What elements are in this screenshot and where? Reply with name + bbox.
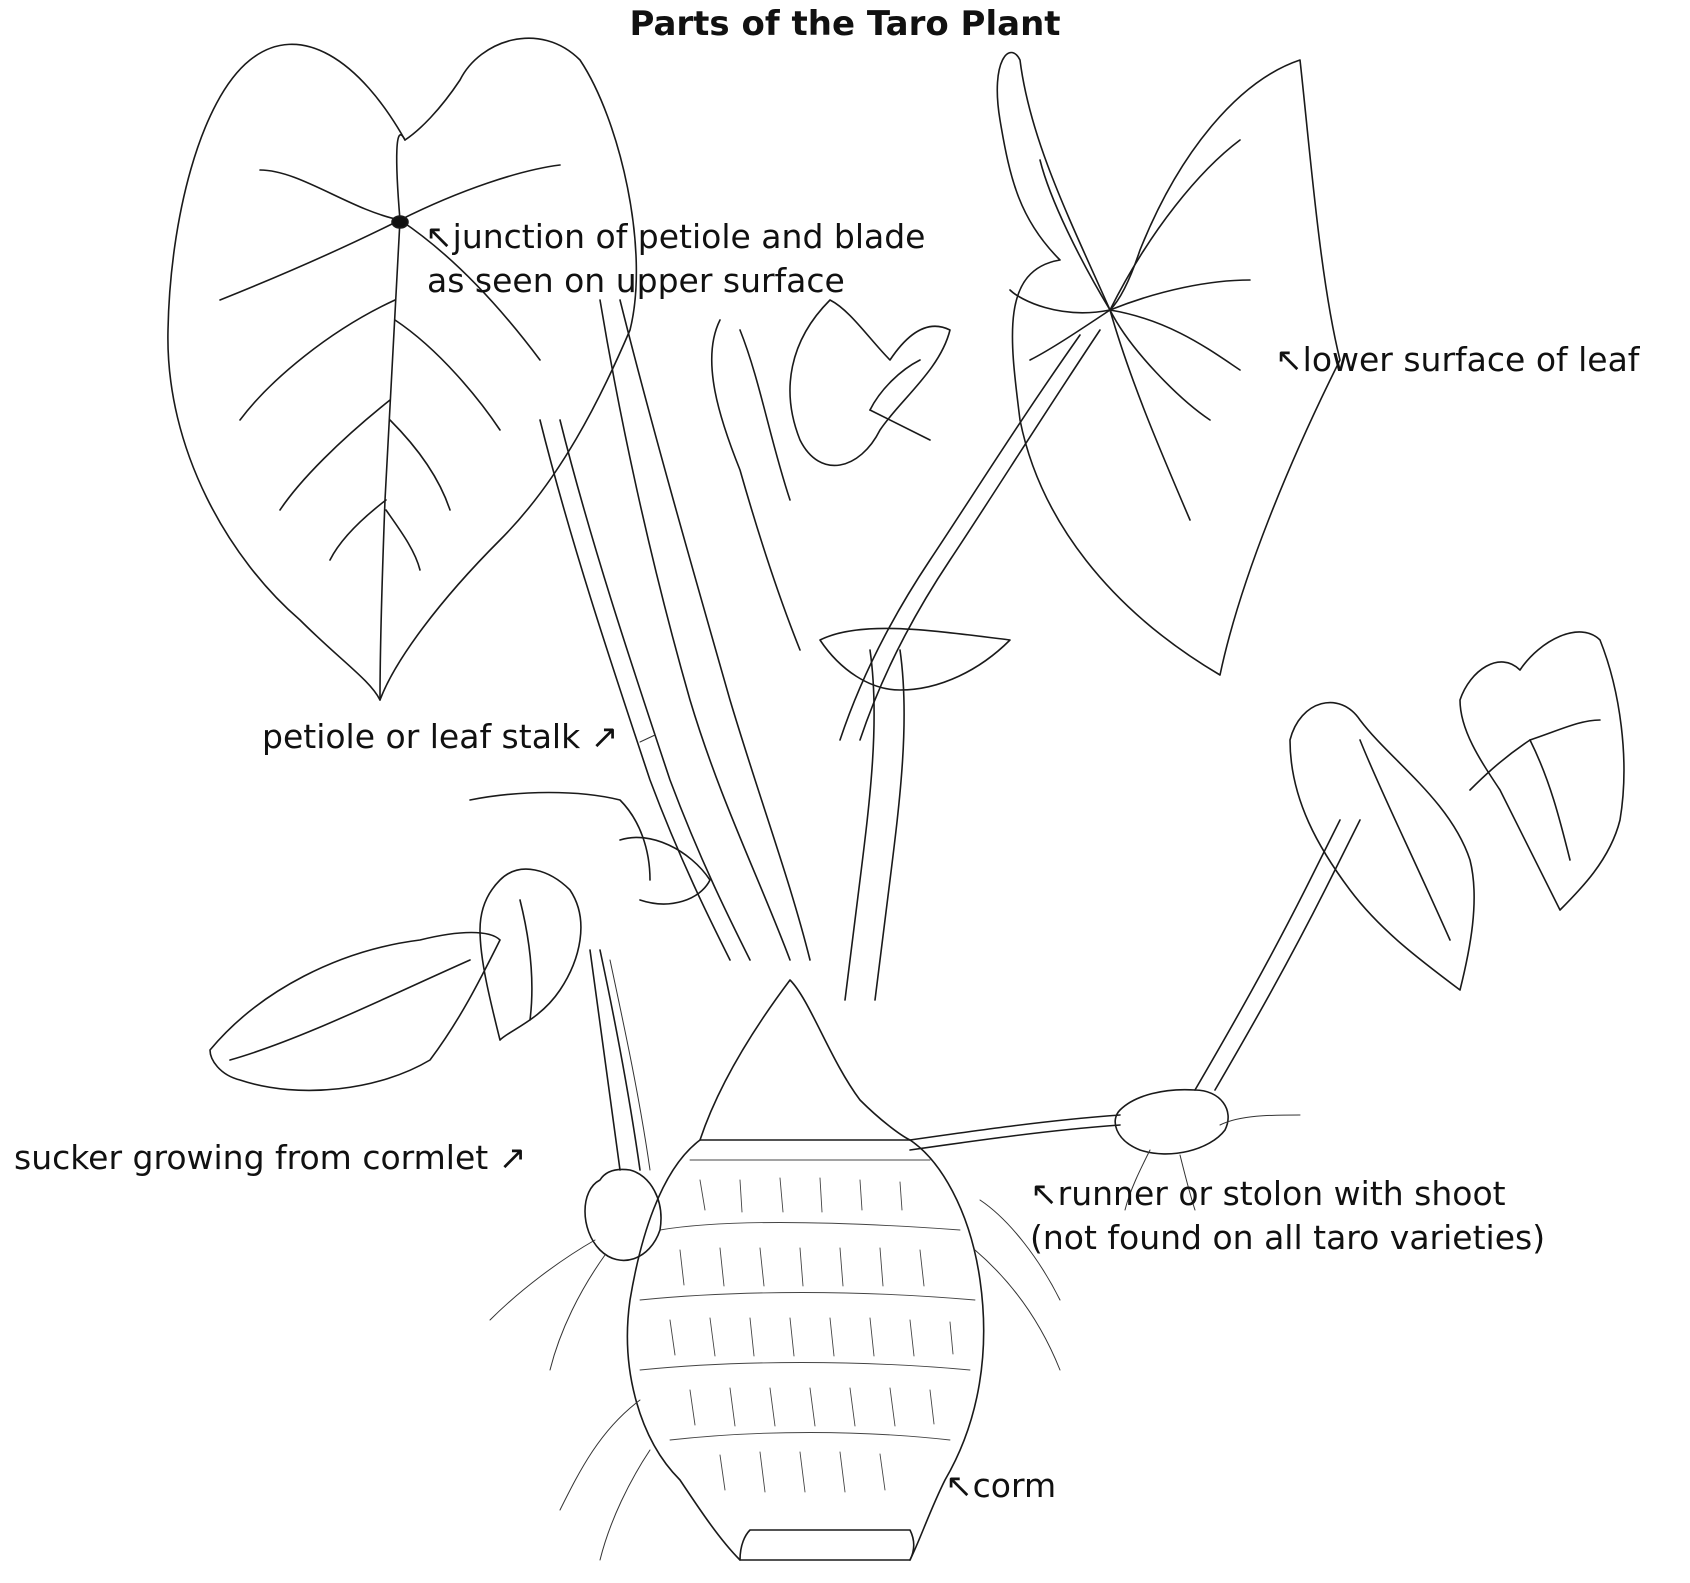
- label-corm-text: corm: [973, 1466, 1056, 1505]
- runner-leaves: [1290, 632, 1624, 990]
- label-runner-arrow: ↖: [1030, 1174, 1058, 1213]
- label-sucker-arrow: ↗: [499, 1138, 527, 1177]
- label-junction-line2: as seen on upper surface: [425, 259, 925, 303]
- label-lower-surface-arrow: ↖: [1275, 340, 1303, 379]
- label-runner: ↖runner or stolon with shoot (not found …: [1030, 1172, 1545, 1260]
- label-petiole-arrow: ↗: [591, 717, 619, 756]
- label-sucker-text: sucker growing from cormlet: [14, 1138, 488, 1177]
- label-lower-surface: ↖lower surface of leaf: [1275, 338, 1639, 382]
- label-lower-surface-text: lower surface of leaf: [1303, 340, 1640, 379]
- label-runner-line1: runner or stolon with shoot: [1058, 1174, 1506, 1213]
- upper-left-leaf: [168, 38, 636, 700]
- petioles: [540, 300, 1010, 1000]
- label-runner-line2: (not found on all taro varieties): [1030, 1216, 1545, 1260]
- label-sucker: sucker growing from cormlet ↗: [14, 1136, 526, 1180]
- label-junction-arrow: ↖: [425, 217, 453, 256]
- label-corm-arrow: ↖: [945, 1466, 973, 1505]
- label-junction: ↖junction of petiole and blade as seen o…: [425, 215, 925, 303]
- corm-body: [627, 980, 983, 1560]
- base-left-leaves: [210, 793, 710, 1091]
- label-junction-line1: junction of petiole and blade: [453, 217, 926, 256]
- label-corm: ↖corm: [945, 1464, 1056, 1508]
- upper-right-leaf: [840, 53, 1340, 741]
- label-petiole-text: petiole or leaf stalk: [262, 717, 580, 756]
- diagram-title: Parts of the Taro Plant: [0, 4, 1690, 44]
- label-pointers: [640, 735, 655, 742]
- central-curled-leaf: [712, 300, 950, 650]
- label-petiole: petiole or leaf stalk ↗: [262, 715, 618, 759]
- runner-stolon: [910, 820, 1360, 1210]
